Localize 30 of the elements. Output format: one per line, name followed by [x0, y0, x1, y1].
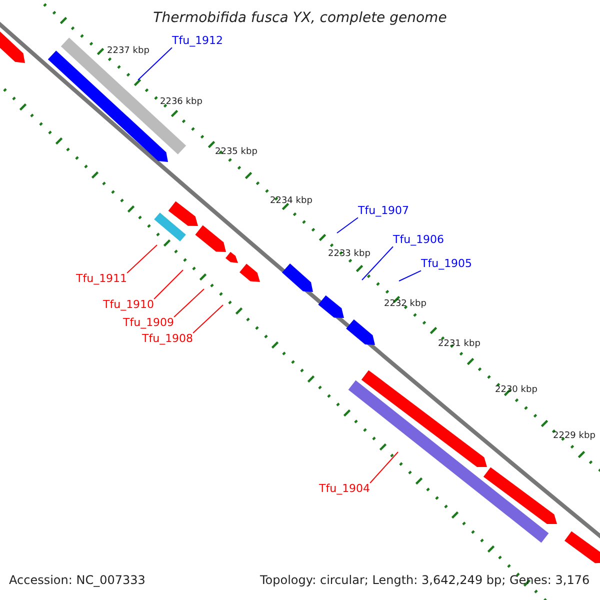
scale-label: 2234 kbp: [270, 196, 312, 206]
leader-line: [138, 47, 172, 80]
genome-info-text: Topology: circular; Length: 3,642,249 bp; Genes: 3,176: [260, 574, 590, 588]
gene-label: Tfu_1908: [142, 333, 194, 346]
diagram-title: Thermobifida fusca YX, complete genome: [153, 10, 447, 26]
leader-line: [362, 246, 394, 280]
gene-label: Tfu_1906: [393, 234, 444, 247]
gene-label: Tfu_1909: [123, 317, 174, 330]
gene-label: Tfu_1904: [319, 483, 370, 496]
leader-line: [336, 217, 358, 234]
leader-line: [370, 452, 398, 484]
leader-line: [192, 304, 224, 334]
scale-label: 2237 kbp: [107, 46, 150, 56]
scale-label: 2231 kbp: [438, 339, 480, 350]
leader-line: [126, 244, 158, 274]
scale-label: 2235 kbp: [215, 147, 258, 158]
scale-label: 2232 kbp: [384, 299, 426, 310]
scale-label: 2236 kbp: [160, 97, 202, 108]
leader-line: [174, 288, 204, 318]
scale-label: 2230 kbp: [495, 385, 538, 396]
scale-label: 2229 kbp: [553, 431, 596, 442]
leader-line: [154, 270, 184, 300]
gene-label: Tfu_1910: [103, 299, 154, 312]
scale-label: 2233 kbp: [328, 249, 370, 260]
gene-label: Tfu_1911: [76, 273, 128, 286]
gene-label: Tfu_1912: [172, 35, 224, 48]
gene-label: Tfu_1905: [421, 258, 472, 271]
accession-text: Accession: NC_007333: [9, 574, 146, 588]
leader-line: [398, 270, 422, 282]
gene-label: Tfu_1907: [358, 205, 410, 218]
